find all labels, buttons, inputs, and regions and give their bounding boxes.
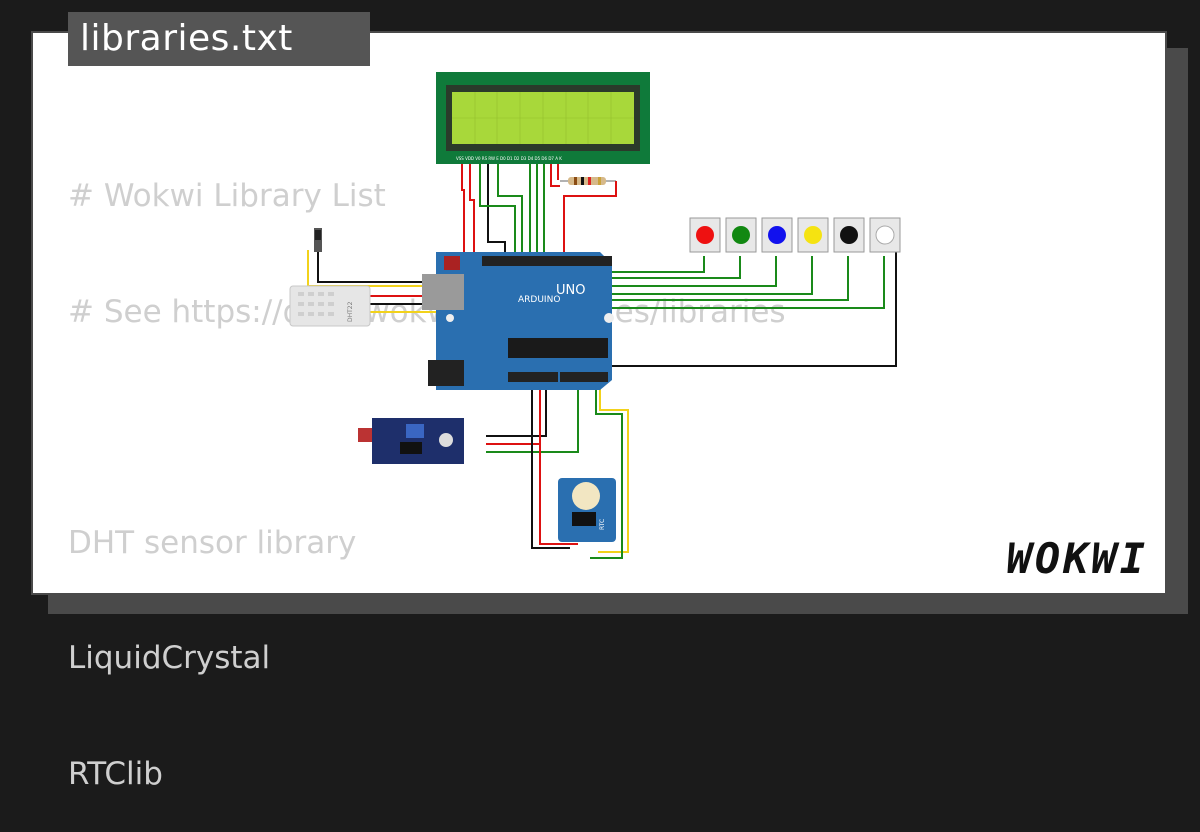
arduino-brand-label: ARDUINO (518, 295, 560, 305)
arduino-uno-board[interactable]: ARDUINO UNO (422, 252, 614, 390)
dht22-sensor[interactable]: DHT22 (289, 285, 371, 327)
pushbutton-white[interactable] (869, 217, 901, 253)
file-tab[interactable]: libraries.txt (68, 12, 370, 66)
code-line-5: LiquidCrystal (68, 640, 271, 676)
wokwi-logo: WOKWI (1006, 534, 1148, 583)
arduino-model-label: UNO (556, 283, 585, 298)
pushbutton-yellow[interactable] (797, 217, 829, 253)
code-line-1: # Wokwi Library List (68, 178, 386, 214)
lcd-display[interactable]: VSS VDD V0 RS RW E D0 D1 D2 D3 D4 D5 D6 … (436, 72, 650, 164)
pushbutton-green[interactable] (725, 217, 757, 253)
pushbutton-red[interactable] (689, 217, 721, 253)
dht22-label: DHT22 (347, 301, 354, 322)
file-tab-title: libraries.txt (80, 18, 293, 59)
lcd-pin-labels: VSS VDD V0 RS RW E D0 D1 D2 D3 D4 D5 D6 … (456, 156, 562, 161)
resistor[interactable] (560, 177, 616, 185)
rtc-module[interactable]: RTC (558, 478, 616, 542)
rtc-label: RTC (599, 519, 606, 530)
slide-switch[interactable] (314, 228, 322, 252)
circuit-diagram: VSS VDD V0 RS RW E D0 D1 D2 D3 D4 D5 D6 … (289, 72, 901, 559)
pushbutton-blue[interactable] (761, 217, 793, 253)
code-line-4: DHT sensor library (68, 524, 357, 561)
code-line-6: RTClib (68, 755, 163, 792)
photoresistor-module[interactable] (358, 418, 464, 464)
pushbutton-black[interactable] (833, 217, 865, 253)
